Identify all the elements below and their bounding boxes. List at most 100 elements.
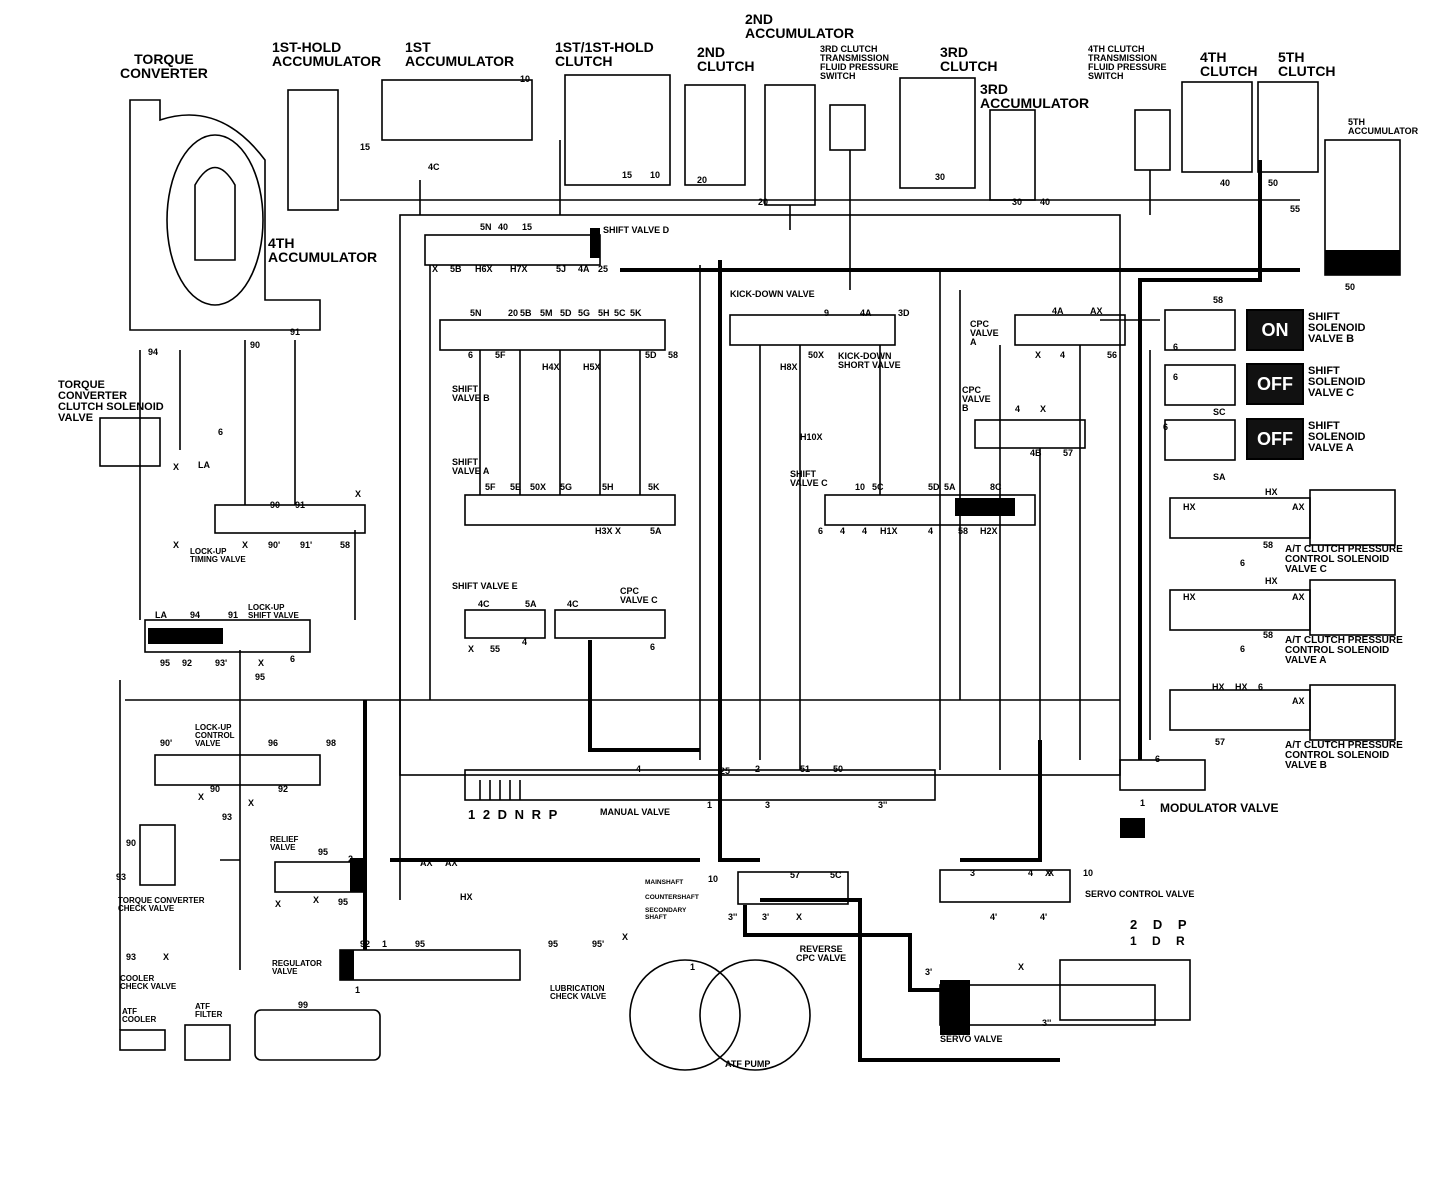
port-label: 20: [697, 175, 707, 185]
label-third-clutch-switch: 3RD CLUTCH TRANSMISSION FLUID PRESSURE S…: [820, 44, 899, 81]
port-label: 6: [650, 642, 655, 652]
port-label: 5H: [598, 308, 610, 318]
port-label: HX: [1265, 487, 1278, 497]
shift-valve-d-spool: [424, 234, 601, 266]
port-label: 30: [935, 172, 945, 182]
port-label: 3': [762, 912, 769, 922]
lockup-shift-valve-spool: [144, 619, 311, 653]
port-label: 5A: [525, 599, 537, 609]
port-label: X: [355, 489, 361, 499]
port-label: 98: [326, 738, 336, 748]
port-label: 6: [1240, 558, 1245, 568]
pcs-a-coil: [1309, 579, 1396, 636]
port-label: 4: [862, 526, 867, 536]
tc-check-valve-body: [139, 824, 176, 886]
port-label: 91': [300, 540, 312, 550]
port-label: 1: [1140, 798, 1145, 808]
port-label: 4: [928, 526, 933, 536]
shift-solenoid-a-state: OFF: [1246, 418, 1304, 460]
port-label: H8X: [780, 362, 798, 372]
port-label: 5G: [578, 308, 590, 318]
port-label: H3X: [595, 526, 613, 536]
port-label: 3': [925, 967, 932, 977]
port-label: HX: [460, 892, 473, 902]
second-clutch-body: [684, 84, 746, 186]
atf-pump-gear-right: [699, 959, 811, 1071]
label-atf-pump: ATF PUMP: [725, 1059, 771, 1069]
label-reverse-cpc-valve: REVERSE CPC VALVE: [796, 944, 847, 963]
reverse-cpc-valve-spool: [737, 871, 849, 905]
port-label: X: [796, 912, 802, 922]
port-label: 3'': [878, 800, 887, 810]
port-label: 4: [1028, 868, 1033, 878]
port-label: 4': [990, 912, 997, 922]
port-label: 5E: [510, 482, 521, 492]
port-label: 5K: [630, 308, 642, 318]
port-label: 51: [800, 764, 810, 774]
shift-valve-a-spool: [464, 494, 676, 526]
port-label: 5G: [560, 482, 572, 492]
port-label: 4: [840, 526, 845, 536]
port-label: AX: [1292, 502, 1305, 512]
label-atf-filter: ATF FILTER: [195, 1002, 223, 1019]
modulator-valve-spool: [1119, 759, 1206, 791]
label-cooler-check-valve: COOLER CHECK VALVE: [120, 974, 177, 991]
lockup-control-valve-spool: [154, 754, 321, 786]
fourth-clutch-switch-body: [1134, 109, 1171, 171]
label-manual-valve: MANUAL VALVE: [600, 807, 671, 817]
port-label: 57: [790, 870, 800, 880]
tcc-solenoid-body: [99, 417, 161, 467]
label-countershaft: COUNTERSHAFT: [645, 894, 699, 901]
shift-solenoid-c-state: OFF: [1246, 363, 1304, 405]
port-label: 6: [1173, 342, 1178, 352]
label-servo-valve: SERVO VALVE: [940, 1034, 1003, 1044]
port-label: 50: [833, 764, 843, 774]
shift-valve-d-plug: [590, 228, 600, 258]
port-label: 6: [1163, 422, 1168, 432]
relief-valve-plug: [350, 858, 364, 892]
port-label: 91: [290, 327, 300, 337]
port-label: X: [258, 658, 264, 668]
port-label: 95: [338, 897, 348, 907]
port-label: 10: [708, 874, 718, 884]
torque-converter-stator: [194, 166, 236, 261]
port-label: 90: [210, 784, 220, 794]
port-label: 92: [182, 658, 192, 668]
port-label: 90': [160, 738, 172, 748]
port-label: 40: [498, 222, 508, 232]
kick-down-valve-spool: [729, 314, 896, 346]
port-label: 55: [1290, 204, 1300, 214]
pcs-c-coil: [1309, 489, 1396, 546]
port-label: 90: [250, 340, 260, 350]
port-label: 3: [765, 800, 770, 810]
port-label: 25: [598, 264, 608, 274]
port-label: H4X: [542, 362, 560, 372]
port-label: 58: [1263, 630, 1273, 640]
pcs-b-housing: [1169, 689, 1311, 731]
label-cpc-valve-b: CPC VALVE B: [962, 385, 991, 413]
port-label: 92: [360, 939, 370, 949]
port-label: HX: [1235, 682, 1248, 692]
port-label: 90: [270, 500, 280, 510]
servo-control-valve-spool: [939, 869, 1071, 903]
shift-solenoid-b-state: ON: [1246, 309, 1304, 351]
port-label: 4: [522, 637, 527, 647]
port-label: 4: [1060, 350, 1065, 360]
port-label: 6: [1155, 754, 1160, 764]
port-label: 1: [382, 939, 387, 949]
regulator-valve-spool: [339, 949, 521, 981]
port-label: 95: [548, 939, 558, 949]
port-label: 15: [522, 222, 532, 232]
cpc-valve-a-spool: [1014, 314, 1126, 346]
label-fifth-clutch: 5TH CLUTCH: [1278, 49, 1336, 79]
port-label: 99: [298, 1000, 308, 1010]
port-label: 8C: [990, 482, 1002, 492]
label-mainshaft: MAINSHAFT: [645, 879, 684, 886]
selector-positions: 1 2 D N R P: [468, 807, 560, 822]
port-label: H5X: [583, 362, 601, 372]
shift-solenoid-b-body: [1164, 309, 1236, 351]
label-shift-valve-e: SHIFT VALVE E: [452, 581, 518, 591]
port-label: 3: [970, 868, 975, 878]
port-label: 5D: [645, 350, 657, 360]
